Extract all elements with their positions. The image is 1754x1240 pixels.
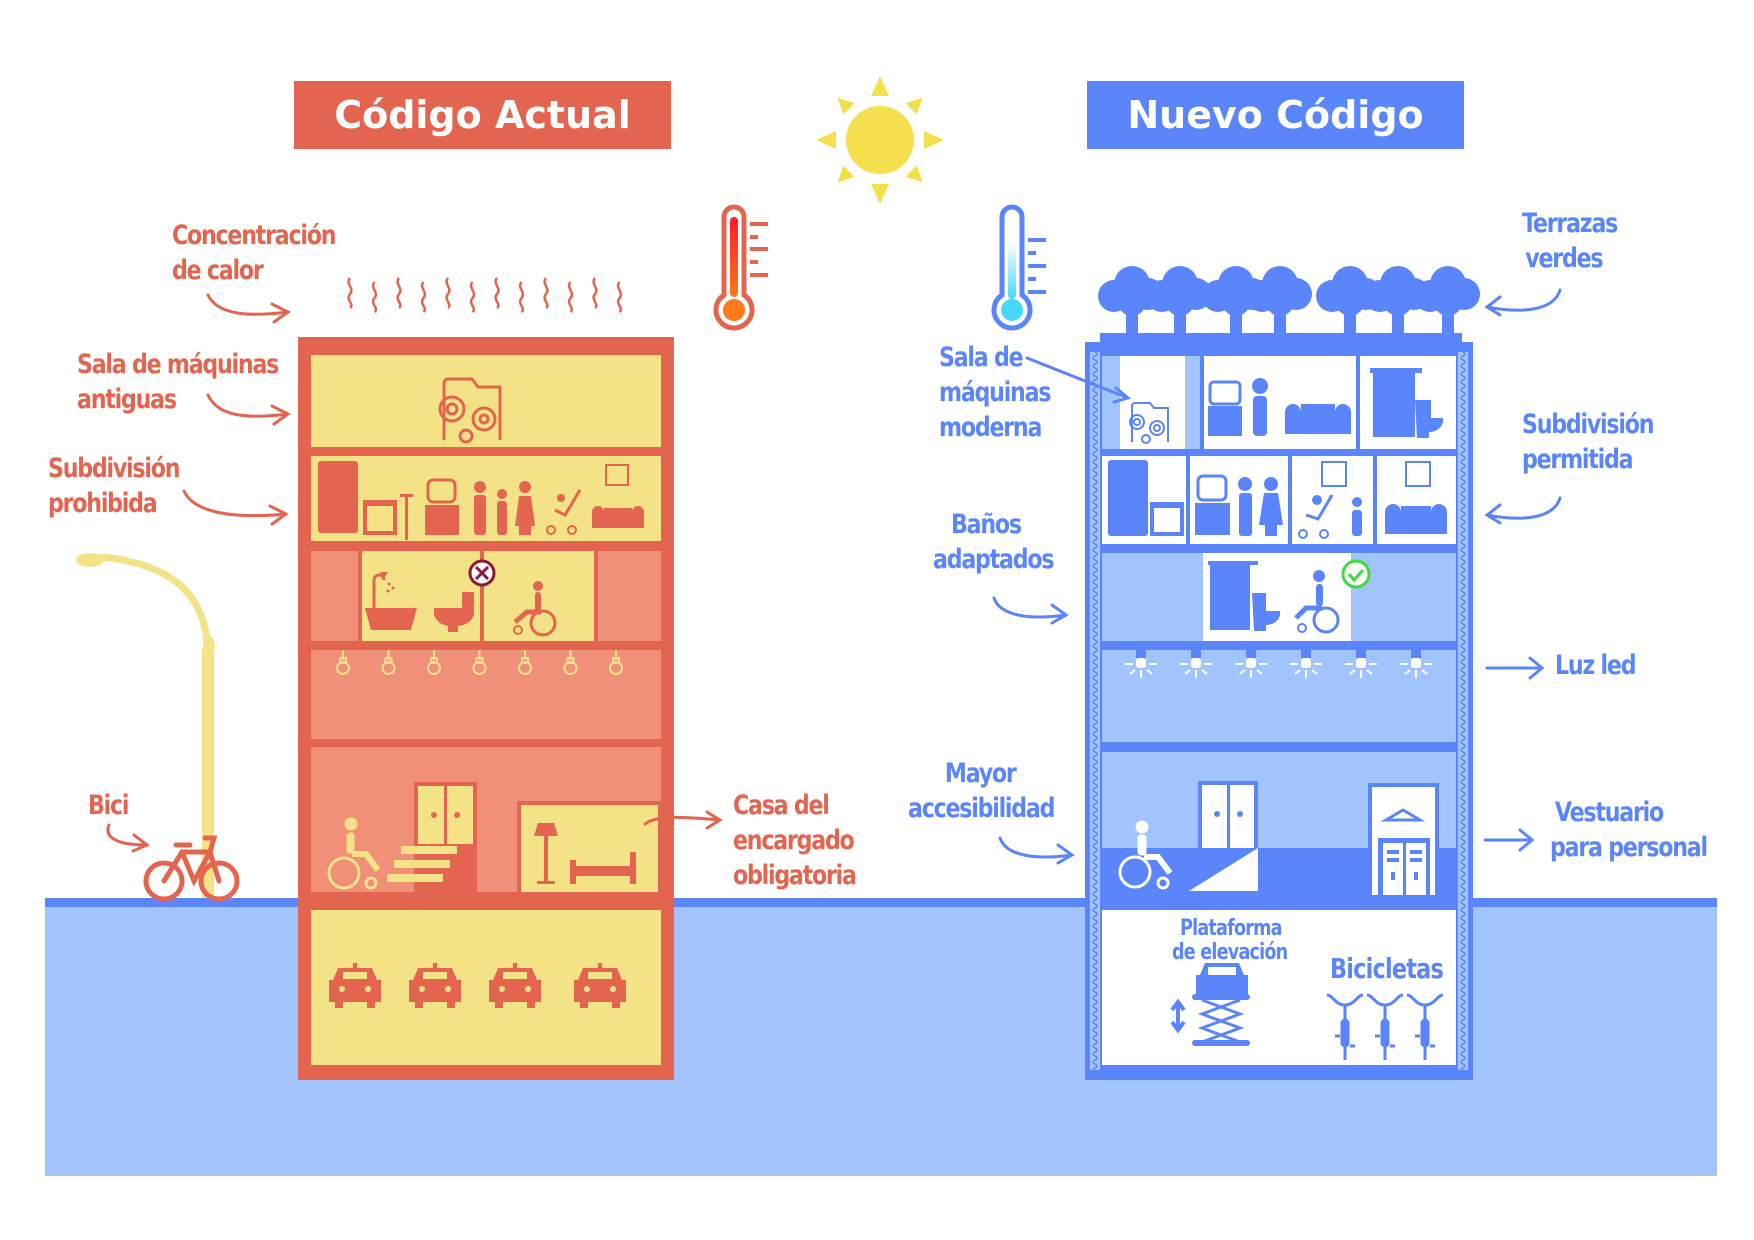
heat-wave [616, 281, 623, 313]
label-old-machine-room: Sala de máquinas antiguas [77, 349, 279, 415]
old-apartment-icons [318, 461, 644, 540]
heat-wave [469, 281, 476, 313]
heat-wave [347, 277, 353, 309]
led-light-icon [1125, 650, 1157, 678]
bicycle-rack-icon [1406, 993, 1444, 1060]
green-roof-trees [1098, 266, 1480, 342]
heat-wave [371, 281, 378, 313]
bicycle-rack-icon [1326, 993, 1364, 1060]
heat-waves-icon [347, 277, 623, 313]
light-bulb-icon [336, 650, 350, 675]
bicycle-rack-icon [1366, 993, 1404, 1060]
label-subdivision-prohibited: Subdivisión prohibida [48, 453, 180, 519]
allowed-check-icon [1341, 559, 1371, 589]
light-bulb-icon [381, 650, 396, 675]
label-staff-locker-room: Vestuario para personal [1550, 797, 1708, 863]
heat-wave [396, 277, 402, 309]
light-bulb-icon [518, 650, 532, 675]
new-machine-icon [1129, 402, 1169, 444]
led-light-icon [1180, 650, 1212, 678]
tree-icon [1414, 266, 1480, 342]
led-lights [1125, 650, 1432, 678]
old-entrance-icons [327, 782, 636, 892]
label-heat-concentration: Concentración de calor [172, 220, 337, 286]
ground-line [45, 898, 1717, 907]
old-machine-room [311, 355, 661, 447]
wavy-shaft [1460, 351, 1466, 1073]
old-lighting-floor [311, 650, 661, 739]
led-light-icon [1235, 650, 1267, 678]
old-bathroom-icons [365, 572, 557, 637]
light-bulb-icon [609, 650, 623, 675]
old-code-title-text: Código Actual [334, 93, 631, 137]
light-bulb-icon [563, 650, 578, 675]
heat-wave [494, 277, 500, 309]
old-machine-icon [438, 377, 502, 444]
light-bulb-icon [427, 650, 441, 675]
heat-wave [420, 281, 427, 313]
led-light-icon [1290, 650, 1322, 678]
label-subdivision-allowed: Subdivisión permitida [1522, 409, 1654, 475]
new-code-title-text: Nuevo Código [1127, 93, 1424, 137]
tree-icon [1146, 266, 1212, 342]
label-greater-accessibility: Mayor accesibilidad [908, 758, 1055, 824]
led-light-icon [1400, 650, 1432, 678]
label-lift-platform: Plataforma de elevación [1172, 916, 1288, 965]
not-allowed-icon [468, 559, 496, 587]
label-new-machine-room: Sala de máquinas moderna [939, 342, 1051, 443]
heat-wave [592, 277, 598, 309]
new-code-title: Nuevo Código [1087, 81, 1464, 149]
old-bulbs [336, 650, 623, 675]
tree-icon [1364, 266, 1430, 342]
heat-wave [445, 277, 451, 309]
led-light-icon [1345, 650, 1377, 678]
label-bike: Bici [88, 790, 130, 821]
heat-wave [543, 277, 549, 309]
wavy-shaft [1092, 351, 1098, 1073]
heat-wave [567, 281, 574, 313]
light-bulb-icon [472, 650, 487, 675]
new-led-floor [1102, 650, 1456, 742]
old-cars [329, 963, 626, 1008]
new-parking-floor [1102, 910, 1456, 1065]
tree-icon [1246, 266, 1312, 342]
roof-grass [1100, 333, 1462, 342]
label-led-light: Luz led [1555, 650, 1637, 681]
label-caretaker-house: Casa del encargado obligatoria [733, 790, 857, 891]
heat-wave [518, 281, 525, 313]
label-bicycles: Bicicletas [1330, 952, 1444, 985]
label-green-roofs: Terrazas verdes [1522, 208, 1618, 274]
old-code-title: Código Actual [294, 81, 671, 149]
label-adapted-bathrooms: Baños adaptados [933, 509, 1054, 575]
